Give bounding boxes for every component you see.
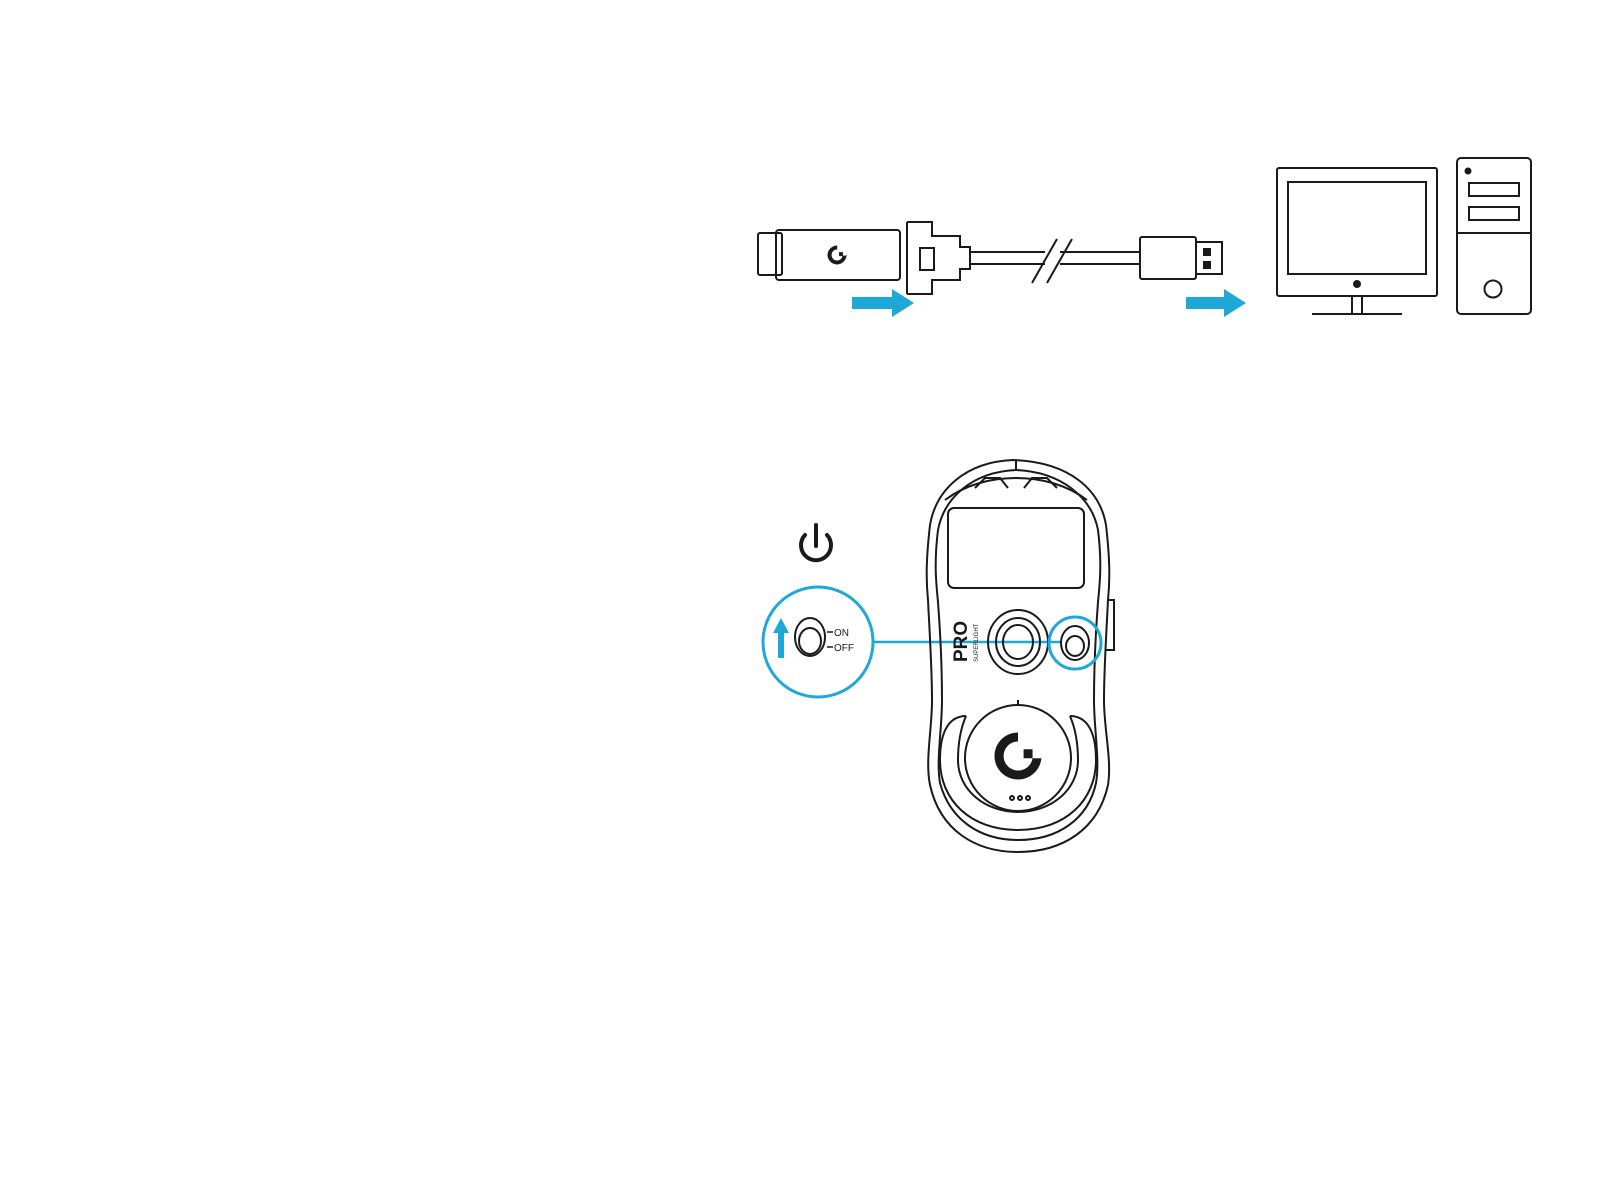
extension-adapter bbox=[907, 222, 1045, 294]
switch-on-label: ON bbox=[834, 628, 849, 639]
receiver-logo-icon bbox=[828, 246, 846, 264]
arrow-right-icon bbox=[852, 289, 914, 317]
mouse-logo-icon bbox=[994, 732, 1041, 779]
monitor-icon bbox=[1277, 168, 1437, 314]
arrow-right-icon bbox=[1186, 289, 1246, 317]
power-switch-callout: ON OFF bbox=[763, 587, 873, 697]
double-slash-icon bbox=[1032, 239, 1140, 283]
mouse-branding: PRO SUPERLIGHT bbox=[951, 621, 980, 662]
switch-off-label: OFF bbox=[834, 643, 854, 654]
usb-plug bbox=[1140, 237, 1222, 279]
power-step: ON OFF bbox=[763, 460, 1114, 852]
model-label: SUPERLIGHT bbox=[974, 623, 980, 662]
usb-receiver bbox=[758, 230, 900, 280]
brand-label: PRO bbox=[951, 621, 972, 662]
power-icon bbox=[801, 525, 831, 560]
connection-step bbox=[758, 158, 1531, 317]
pc-tower-icon bbox=[1457, 158, 1531, 314]
